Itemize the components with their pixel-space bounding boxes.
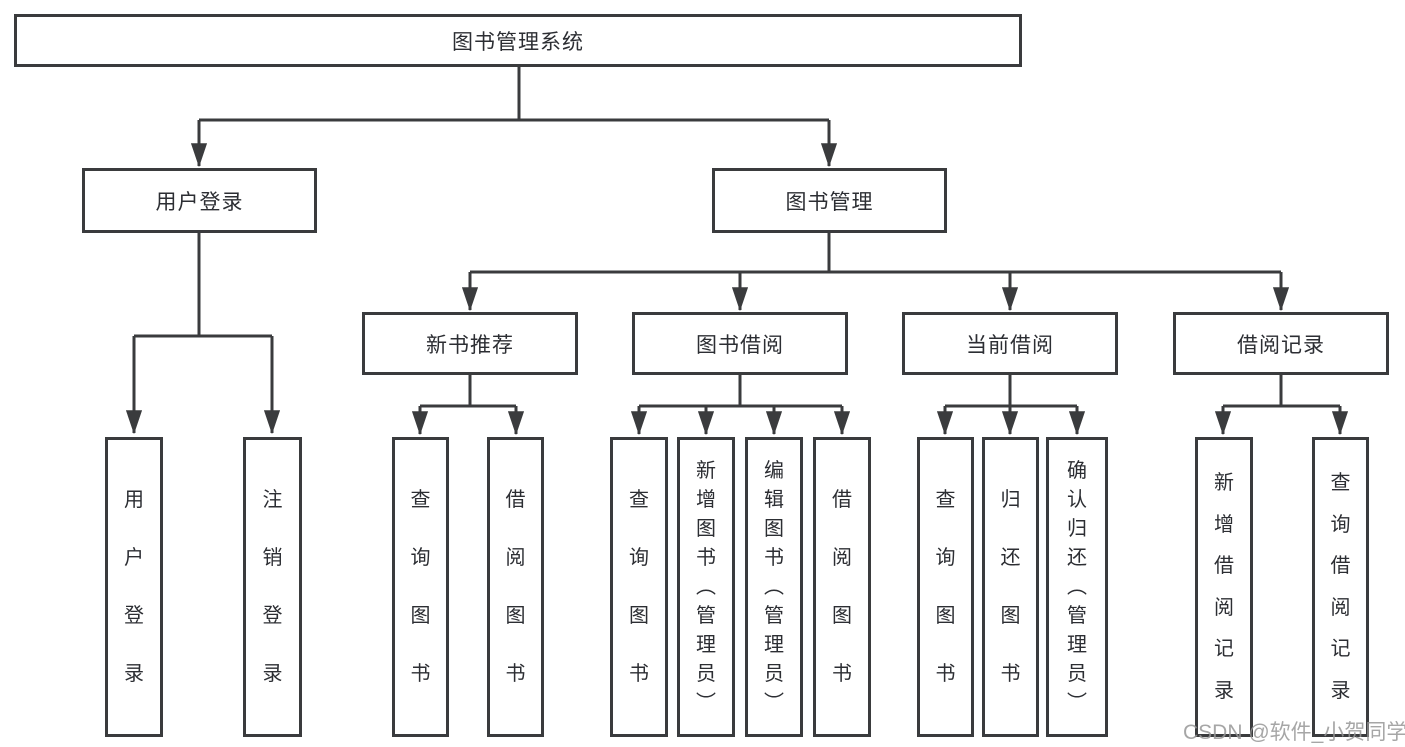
vertical-char: 录	[1330, 679, 1351, 702]
vertical-char: 图	[1000, 605, 1021, 627]
vertical-char: 增	[1214, 513, 1234, 536]
vertical-char: 理	[696, 634, 716, 656]
vertical-char: 图	[410, 605, 431, 627]
vertical-char: 理	[1067, 634, 1087, 656]
vertical-char: 记	[1214, 638, 1234, 661]
vertical-char: 登	[262, 605, 283, 627]
node-label: 用户登录	[155, 190, 244, 214]
vertical-char: 书	[629, 663, 649, 685]
leaf-edit-book-admin: 编辑图书 ︵ 管理员 ︶	[745, 437, 803, 737]
leaf-return-book: 归还图书	[982, 437, 1039, 737]
vertical-char: 录	[262, 663, 283, 685]
vertical-char: 编	[764, 460, 784, 482]
node-library-system: 图书管理系统	[14, 14, 1022, 67]
node-label: 当前借阅	[966, 333, 1054, 357]
leaf-borrow-books-2: 借阅图书	[813, 437, 871, 737]
leaf-user-login: 用户登录	[105, 437, 163, 737]
node-book-borrow: 图书借阅	[632, 312, 848, 375]
vertical-char: 归	[1000, 489, 1021, 511]
vertical-char: 还	[1067, 547, 1087, 569]
watermark: CSDN @软件_小贺同学	[1183, 721, 1405, 744]
vertical-char: 户	[124, 547, 144, 569]
vertical-char: 查	[410, 489, 431, 511]
leaf-query-borrow-record: 查询借阅记录	[1312, 437, 1369, 737]
vertical-char: 借	[1330, 555, 1351, 578]
node-new-book-recommend: 新书推荐	[362, 312, 578, 375]
leaf-add-book-admin: 新增图书 ︵ 管理员 ︶	[677, 437, 735, 737]
vertical-char: 录	[124, 663, 144, 685]
vertical-char: 增	[696, 489, 716, 511]
vertical-char: 用	[124, 489, 144, 511]
node-borrow-records: 借阅记录	[1173, 312, 1389, 375]
node-label: 借阅记录	[1237, 333, 1325, 357]
vertical-char: 询	[410, 547, 431, 569]
vertical-char: 查	[935, 489, 956, 511]
vertical-char: 登	[124, 605, 144, 627]
vertical-char: 书	[410, 663, 431, 685]
vertical-char: 阅	[1330, 596, 1351, 619]
vertical-char: 管	[764, 605, 784, 627]
vertical-char: 新	[696, 460, 716, 482]
node-label: 图书管理系统	[452, 30, 584, 54]
vertical-char: 管	[696, 605, 716, 627]
vertical-char: 图	[505, 605, 526, 627]
vertical-char: 查	[1330, 472, 1351, 495]
vertical-char: 确	[1067, 460, 1087, 482]
vertical-char: 录	[1214, 679, 1234, 702]
leaf-add-borrow-record: 新增借阅记录	[1195, 437, 1253, 737]
leaf-borrow-books-1: 借阅图书	[487, 437, 544, 737]
vertical-char: 认	[1067, 489, 1087, 511]
vertical-char: ︵	[764, 576, 784, 598]
vertical-char: 记	[1330, 638, 1351, 661]
node-user-login: 用户登录	[82, 168, 317, 233]
vertical-char: 借	[1214, 555, 1234, 578]
vertical-char: 书	[764, 547, 784, 569]
vertical-char: ︶	[764, 692, 784, 714]
vertical-char: 图	[764, 518, 784, 540]
vertical-char: ︵	[1067, 576, 1087, 598]
vertical-char: ︵	[696, 576, 716, 598]
node-book-management: 图书管理	[712, 168, 947, 233]
vertical-char: 理	[764, 634, 784, 656]
leaf-logout: 注销登录	[243, 437, 302, 737]
node-label: 图书借阅	[696, 333, 784, 357]
vertical-char: 询	[629, 547, 649, 569]
vertical-char: 询	[935, 547, 956, 569]
vertical-char: 图	[832, 605, 852, 627]
vertical-char: 图	[935, 605, 956, 627]
vertical-char: ︶	[696, 692, 716, 714]
node-label: 图书管理	[785, 190, 874, 214]
vertical-char: 员	[696, 663, 716, 685]
vertical-char: 查	[629, 489, 649, 511]
vertical-char: 询	[1330, 513, 1351, 536]
vertical-char: 销	[262, 547, 283, 569]
vertical-char: 图	[696, 518, 716, 540]
vertical-char: 书	[832, 663, 852, 685]
vertical-char: 管	[1067, 605, 1087, 627]
vertical-char: 新	[1214, 472, 1234, 495]
vertical-char: 辑	[764, 489, 784, 511]
vertical-char: 阅	[1214, 596, 1234, 619]
vertical-char: ︶	[1067, 692, 1087, 714]
vertical-char: 图	[629, 605, 649, 627]
vertical-char: 阅	[832, 547, 852, 569]
vertical-char: 还	[1000, 547, 1021, 569]
vertical-char: 书	[1000, 663, 1021, 685]
vertical-char: 借	[505, 489, 526, 511]
leaf-query-books-1: 查询图书	[392, 437, 449, 737]
vertical-char: 员	[764, 663, 784, 685]
vertical-char: 归	[1067, 518, 1087, 540]
vertical-char: 书	[696, 547, 716, 569]
vertical-char: 阅	[505, 547, 526, 569]
vertical-char: 书	[505, 663, 526, 685]
node-current-borrow: 当前借阅	[902, 312, 1118, 375]
vertical-char: 员	[1067, 663, 1087, 685]
vertical-char: 借	[832, 489, 852, 511]
leaf-query-books-3: 查询图书	[917, 437, 974, 737]
vertical-char: 书	[935, 663, 956, 685]
vertical-char: 注	[262, 489, 283, 511]
leaf-confirm-return-admin: 确认归还 ︵ 管理员 ︶	[1046, 437, 1108, 737]
node-label: 新书推荐	[426, 333, 514, 357]
leaf-query-books-2: 查询图书	[610, 437, 668, 737]
